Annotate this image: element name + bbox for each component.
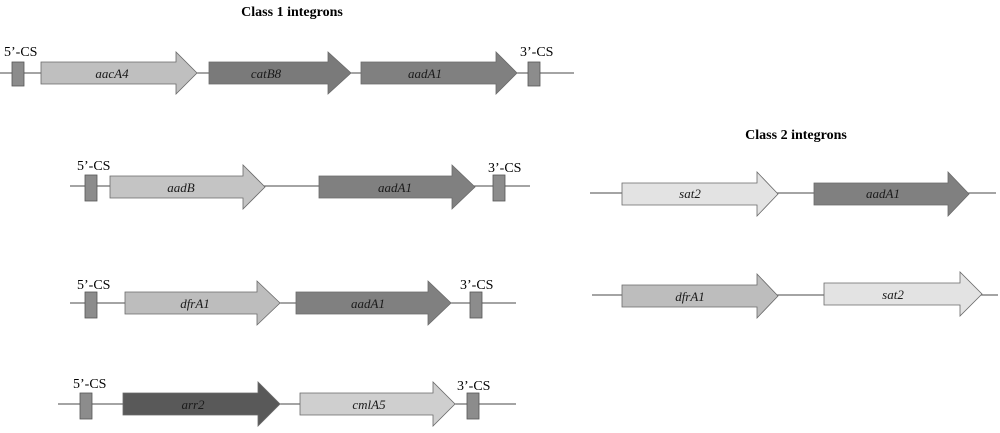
cs5-box — [79, 392, 93, 420]
cs3-box — [466, 392, 480, 420]
gene-label-catB8: catB8 — [251, 66, 282, 81]
gene-label-aadA1: aadA1 — [866, 186, 900, 201]
gene-arrow-sat2 — [621, 171, 779, 217]
gene-label-sat2: sat2 — [679, 186, 701, 201]
gene-label-dfrA1: dfrA1 — [675, 289, 705, 304]
cs5-label: 5’-CS — [77, 278, 110, 293]
gene-arrow-dfrA1 — [124, 280, 281, 326]
cs5-label: 5’-CS — [4, 45, 37, 60]
gene-label-aadB: aadB — [167, 180, 195, 195]
gene-label-aacA4: aacA4 — [95, 66, 129, 81]
class2-integron-2: dfrA1 sat2 — [592, 271, 998, 319]
gene-label-aadA1: aadA1 — [408, 66, 442, 81]
cs5-box — [84, 174, 98, 202]
gene-arrow-cmlA5 — [299, 381, 456, 427]
gene-arrow-dfrA1 — [621, 273, 779, 319]
class2-integron-1: sat2 aadA1 — [590, 171, 996, 217]
gene-arrow-sat2 — [823, 271, 983, 317]
gene-label-aadA1: aadA1 — [351, 296, 385, 311]
cs3-box — [469, 291, 483, 319]
gene-arrow-arr2 — [122, 381, 281, 427]
class1-integron-2: 5’-CS aadB aadA1 3’-CS — [70, 159, 530, 210]
gene-label-aadA1: aadA1 — [378, 180, 412, 195]
gene-arrow-aadB — [109, 164, 266, 210]
class2-title: Class 2 integrons — [745, 128, 847, 143]
gene-label-dfrA1: dfrA1 — [180, 296, 210, 311]
gene-label-sat2: sat2 — [882, 287, 904, 302]
cs5-label: 5’-CS — [77, 159, 110, 174]
cs5-label: 5’-CS — [73, 377, 106, 392]
cs5-box — [11, 61, 25, 87]
gene-label-cmlA5: cmlA5 — [352, 397, 386, 412]
cs3-label: 3’-CS — [520, 45, 553, 60]
class1-integron-4: 5’-CS arr2 cmlA5 3’-CS — [58, 377, 516, 427]
class1-integron-3: 5’-CS dfrA1 aadA1 3’-CS — [70, 278, 516, 326]
cs5-box — [84, 291, 98, 319]
gene-arrow-aadA1 — [360, 51, 518, 95]
cs3-label: 3’-CS — [457, 379, 490, 394]
cs3-label: 3’-CS — [460, 278, 493, 293]
cs3-label: 3’-CS — [488, 161, 521, 176]
gene-arrow-aadA1 — [813, 171, 970, 217]
class1-title: Class 1 integrons — [241, 5, 343, 20]
gene-arrow-aacA4 — [40, 51, 198, 95]
cs3-box — [527, 61, 541, 87]
gene-arrow-catB8 — [208, 51, 352, 95]
class1-integron-1: 5’-CS aacA4 catB8 aadA1 3’-CS — [0, 45, 574, 95]
cs3-box — [492, 174, 506, 202]
gene-label-arr2: arr2 — [181, 397, 205, 412]
gene-arrow-aadA1 — [295, 280, 452, 326]
gene-arrow-aadA1 — [318, 164, 476, 210]
